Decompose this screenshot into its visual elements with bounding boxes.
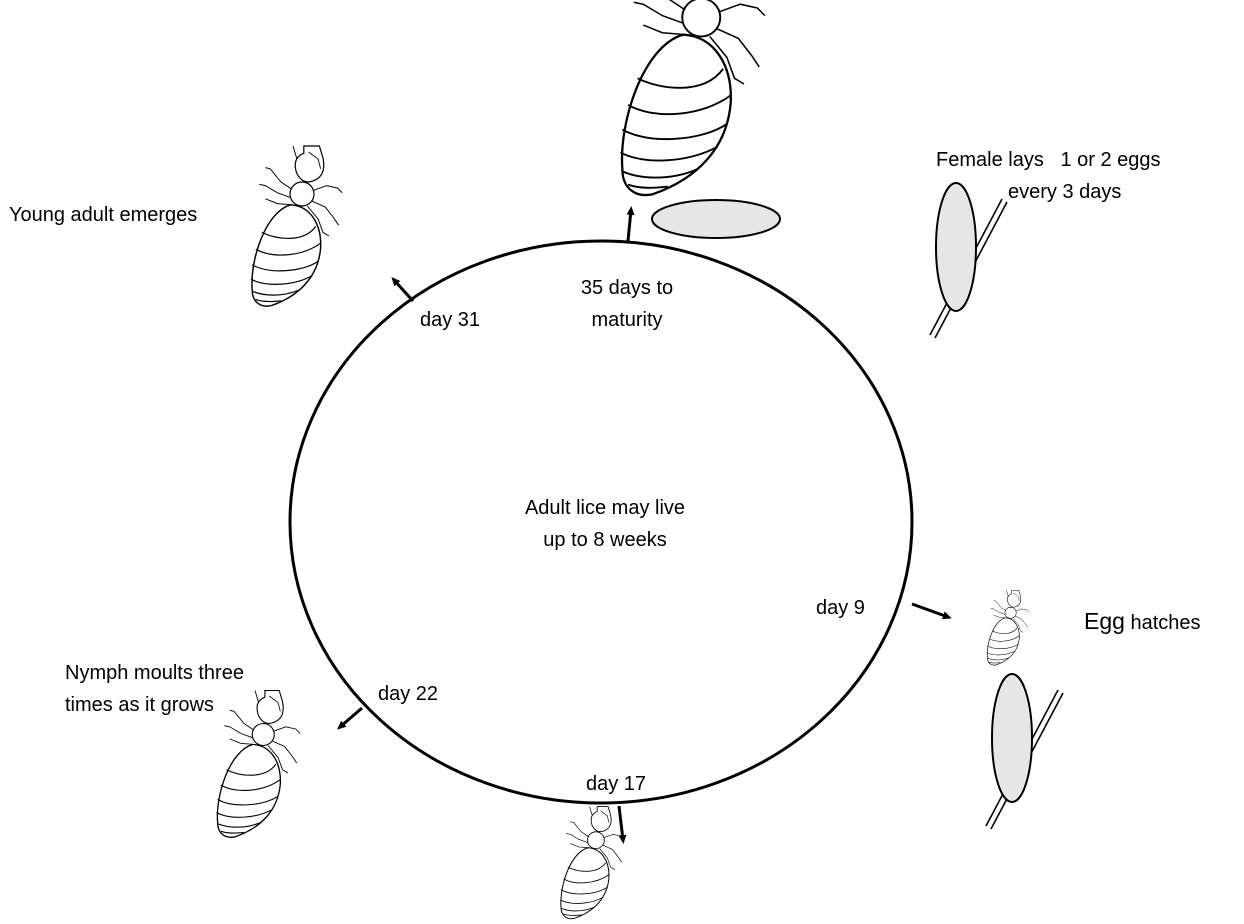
- center-text-line-1: Adult lice may live: [525, 497, 685, 519]
- arrow-icon: [628, 210, 631, 241]
- label-female-lays-line-2: every 3 days: [1008, 181, 1121, 203]
- arrow-icon: [619, 806, 623, 840]
- egg-icon: [652, 200, 780, 238]
- label-young-adult: Young adult emerges: [9, 204, 197, 226]
- label-hatches-word: hatches: [1125, 612, 1201, 634]
- label-female-lays-line-1: Female lays 1 or 2 eggs: [936, 149, 1161, 171]
- arrow-icon: [912, 604, 948, 617]
- label-nymph-line-1: Nymph moults three: [65, 662, 244, 684]
- maturity-text-line-2: maturity: [591, 309, 662, 331]
- louse-icon: [217, 691, 301, 838]
- day-label-9: day 9: [816, 597, 865, 619]
- day-label-22: day 22: [378, 683, 438, 705]
- arrow-icon: [340, 708, 362, 727]
- hair-strand-icon: [930, 183, 1007, 338]
- center-text-line-2: up to 8 weeks: [543, 529, 666, 551]
- arrow-icon: [394, 280, 413, 301]
- louse-icon: [621, 0, 765, 195]
- label-egg-hatches: Egg hatches: [1084, 608, 1201, 634]
- louse-icon: [987, 590, 1030, 665]
- day-label-17: day 17: [586, 773, 646, 795]
- day-label-31: day 31: [420, 309, 480, 331]
- hair-strand-icon: [986, 674, 1063, 829]
- label-egg-word: Egg: [1084, 608, 1125, 634]
- louse-icon: [560, 807, 624, 919]
- label-nymph-line-2: times as it grows: [65, 694, 214, 716]
- maturity-text-line-1: 35 days to: [581, 277, 673, 299]
- louse-icon: [251, 146, 342, 306]
